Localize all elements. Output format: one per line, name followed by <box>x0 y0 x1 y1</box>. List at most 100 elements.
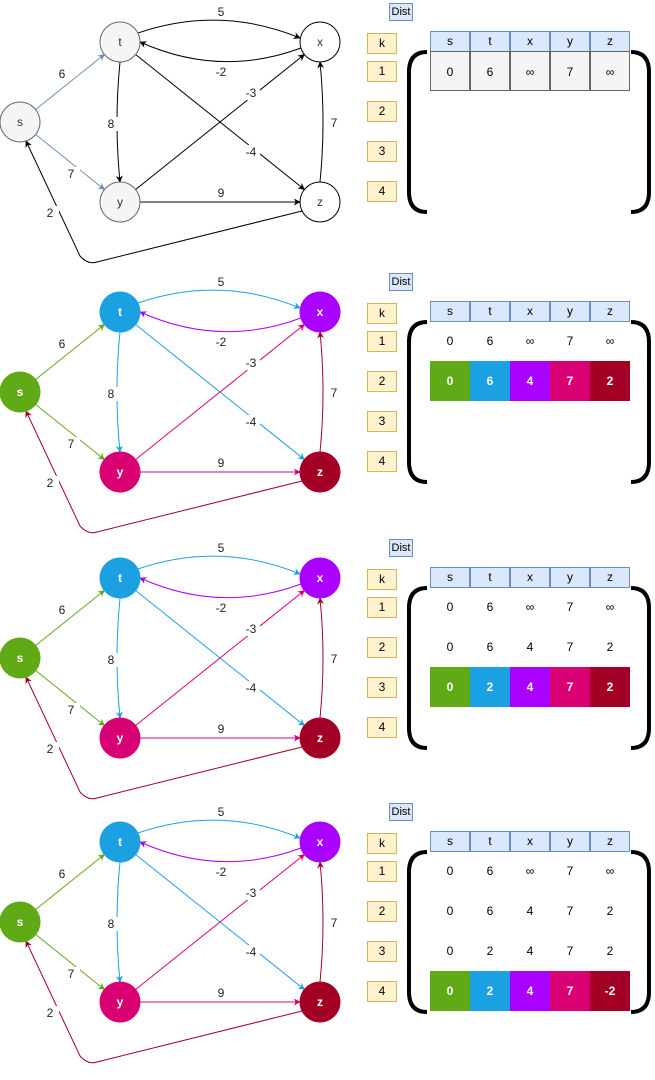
edge-z-to-x <box>317 861 325 983</box>
k-value-1: 1 <box>367 597 397 618</box>
edge-weight-z-s: 2 <box>47 742 54 756</box>
edge-y-to-x <box>135 324 305 460</box>
edge-label-bg <box>212 986 230 1000</box>
dist-title: Dist <box>389 539 413 557</box>
k-value-2: 2 <box>367 371 397 392</box>
edge-weight-t-y: 8 <box>108 387 115 401</box>
edge-label-bg <box>212 541 230 555</box>
dist-cell-k2-z: 2 <box>606 640 614 654</box>
edge-label-bg <box>53 867 71 881</box>
dist-cell-k2-s: 0 <box>446 904 454 918</box>
edge-label-bg <box>53 337 71 351</box>
edge-z-to-s <box>25 676 303 800</box>
dist-cell-k3-x: 4 <box>510 667 550 707</box>
dist-cell-k1-y: 7 <box>566 600 574 614</box>
edge-z-to-x <box>317 597 325 719</box>
dist-cell-k4-s: 0 <box>430 971 470 1011</box>
right-bracket <box>630 586 651 750</box>
edge-s-to-y <box>35 404 105 460</box>
dist-cell-k2-y: 7 <box>550 361 590 401</box>
edge-z-to-s <box>25 940 303 1064</box>
dist-cell-k1-z: ∞ <box>590 51 630 91</box>
edge-label-bg <box>41 742 59 756</box>
dist-cell-k1-t: 6 <box>486 334 494 348</box>
dist-cell-k1-s: 0 <box>430 51 470 91</box>
edge-weight-y-z: 9 <box>218 722 225 736</box>
edge-label-bg <box>212 601 230 615</box>
k-value-3: 3 <box>367 677 397 698</box>
dist-cell-k4-y: 7 <box>550 971 590 1011</box>
edge-label-bg <box>242 145 260 159</box>
column-header-y: y <box>550 301 590 322</box>
edge-label-bg <box>212 275 230 289</box>
dist-cell-k1-t: 6 <box>486 600 494 614</box>
dist-cell-k1-x: ∞ <box>525 600 535 614</box>
node-z <box>299 451 341 493</box>
dist-cell-k2-z: 2 <box>606 904 614 918</box>
edge-label-bg <box>62 967 80 981</box>
edge-weight-z-x: 7 <box>331 916 338 930</box>
edge-x-to-t <box>139 841 302 863</box>
column-header-t: t <box>470 567 510 588</box>
k-value-3: 3 <box>367 411 397 432</box>
k-value-1: 1 <box>367 331 397 352</box>
node-t <box>99 557 141 599</box>
dist-cell-k3-z: 2 <box>606 944 614 958</box>
node-z <box>299 181 341 223</box>
edge-weight-t-z: -4 <box>246 145 257 159</box>
dist-cell-k1-x: ∞ <box>525 864 535 878</box>
k-value-2: 2 <box>367 637 397 658</box>
k-value-1: 1 <box>367 861 397 882</box>
dist-cell-k1-s: 0 <box>446 600 454 614</box>
column-header-s: s <box>430 301 470 322</box>
edge-weight-z-x: 7 <box>331 386 338 400</box>
column-header-s: s <box>430 567 470 588</box>
column-header-z: z <box>590 31 630 52</box>
node-label-s: s <box>17 651 24 665</box>
edge-weight-y-z: 9 <box>218 456 225 470</box>
node-y <box>99 981 141 1023</box>
edge-weight-t-y: 8 <box>108 653 115 667</box>
node-y <box>99 451 141 493</box>
dist-cell-k1-z: ∞ <box>605 600 615 614</box>
edge-label-bg <box>53 603 71 617</box>
edge-weight-t-z: -4 <box>246 415 257 429</box>
edge-label-bg <box>53 67 71 81</box>
dist-cell-k1-z: ∞ <box>605 864 615 878</box>
edge-label-bg <box>102 387 120 401</box>
edge-weight-t-x: 5 <box>218 5 225 19</box>
k-value-4: 4 <box>367 451 397 472</box>
node-s <box>0 901 41 943</box>
node-z <box>299 717 341 759</box>
node-x <box>299 21 341 63</box>
edge-weight-s-y: 7 <box>68 167 75 181</box>
edge-label-bg <box>242 622 260 636</box>
dist-cell-k3-x: 4 <box>526 944 534 958</box>
edge-weight-y-x: -3 <box>246 356 257 370</box>
edge-weight-t-y: 8 <box>108 917 115 931</box>
right-bracket <box>630 320 651 484</box>
k-header: k <box>367 33 397 54</box>
column-header-z: z <box>590 831 630 852</box>
dist-cell-k2-x: 4 <box>526 904 534 918</box>
dist-title: Dist <box>389 273 413 291</box>
node-label-y: y <box>117 995 124 1009</box>
edge-y-to-x <box>135 854 305 990</box>
matrix-brackets <box>407 50 651 214</box>
node-t <box>99 21 141 63</box>
node-t <box>99 821 141 863</box>
edge-s-to-y <box>35 934 105 990</box>
edge-weight-z-s: 2 <box>47 206 54 220</box>
edge-weight-x-t: -2 <box>216 601 227 615</box>
left-bracket <box>407 850 428 1014</box>
node-label-s: s <box>17 385 24 399</box>
edge-weight-z-x: 7 <box>331 652 338 666</box>
edge-s-to-t <box>35 854 105 910</box>
edge-label-bg <box>62 437 80 451</box>
dist-cell-k1-x: ∞ <box>525 334 535 348</box>
dist-cell-k4-t: 2 <box>470 971 510 1011</box>
edge-label-bg <box>212 805 230 819</box>
k-value-3: 3 <box>367 141 397 162</box>
edge-label-bg <box>212 865 230 879</box>
